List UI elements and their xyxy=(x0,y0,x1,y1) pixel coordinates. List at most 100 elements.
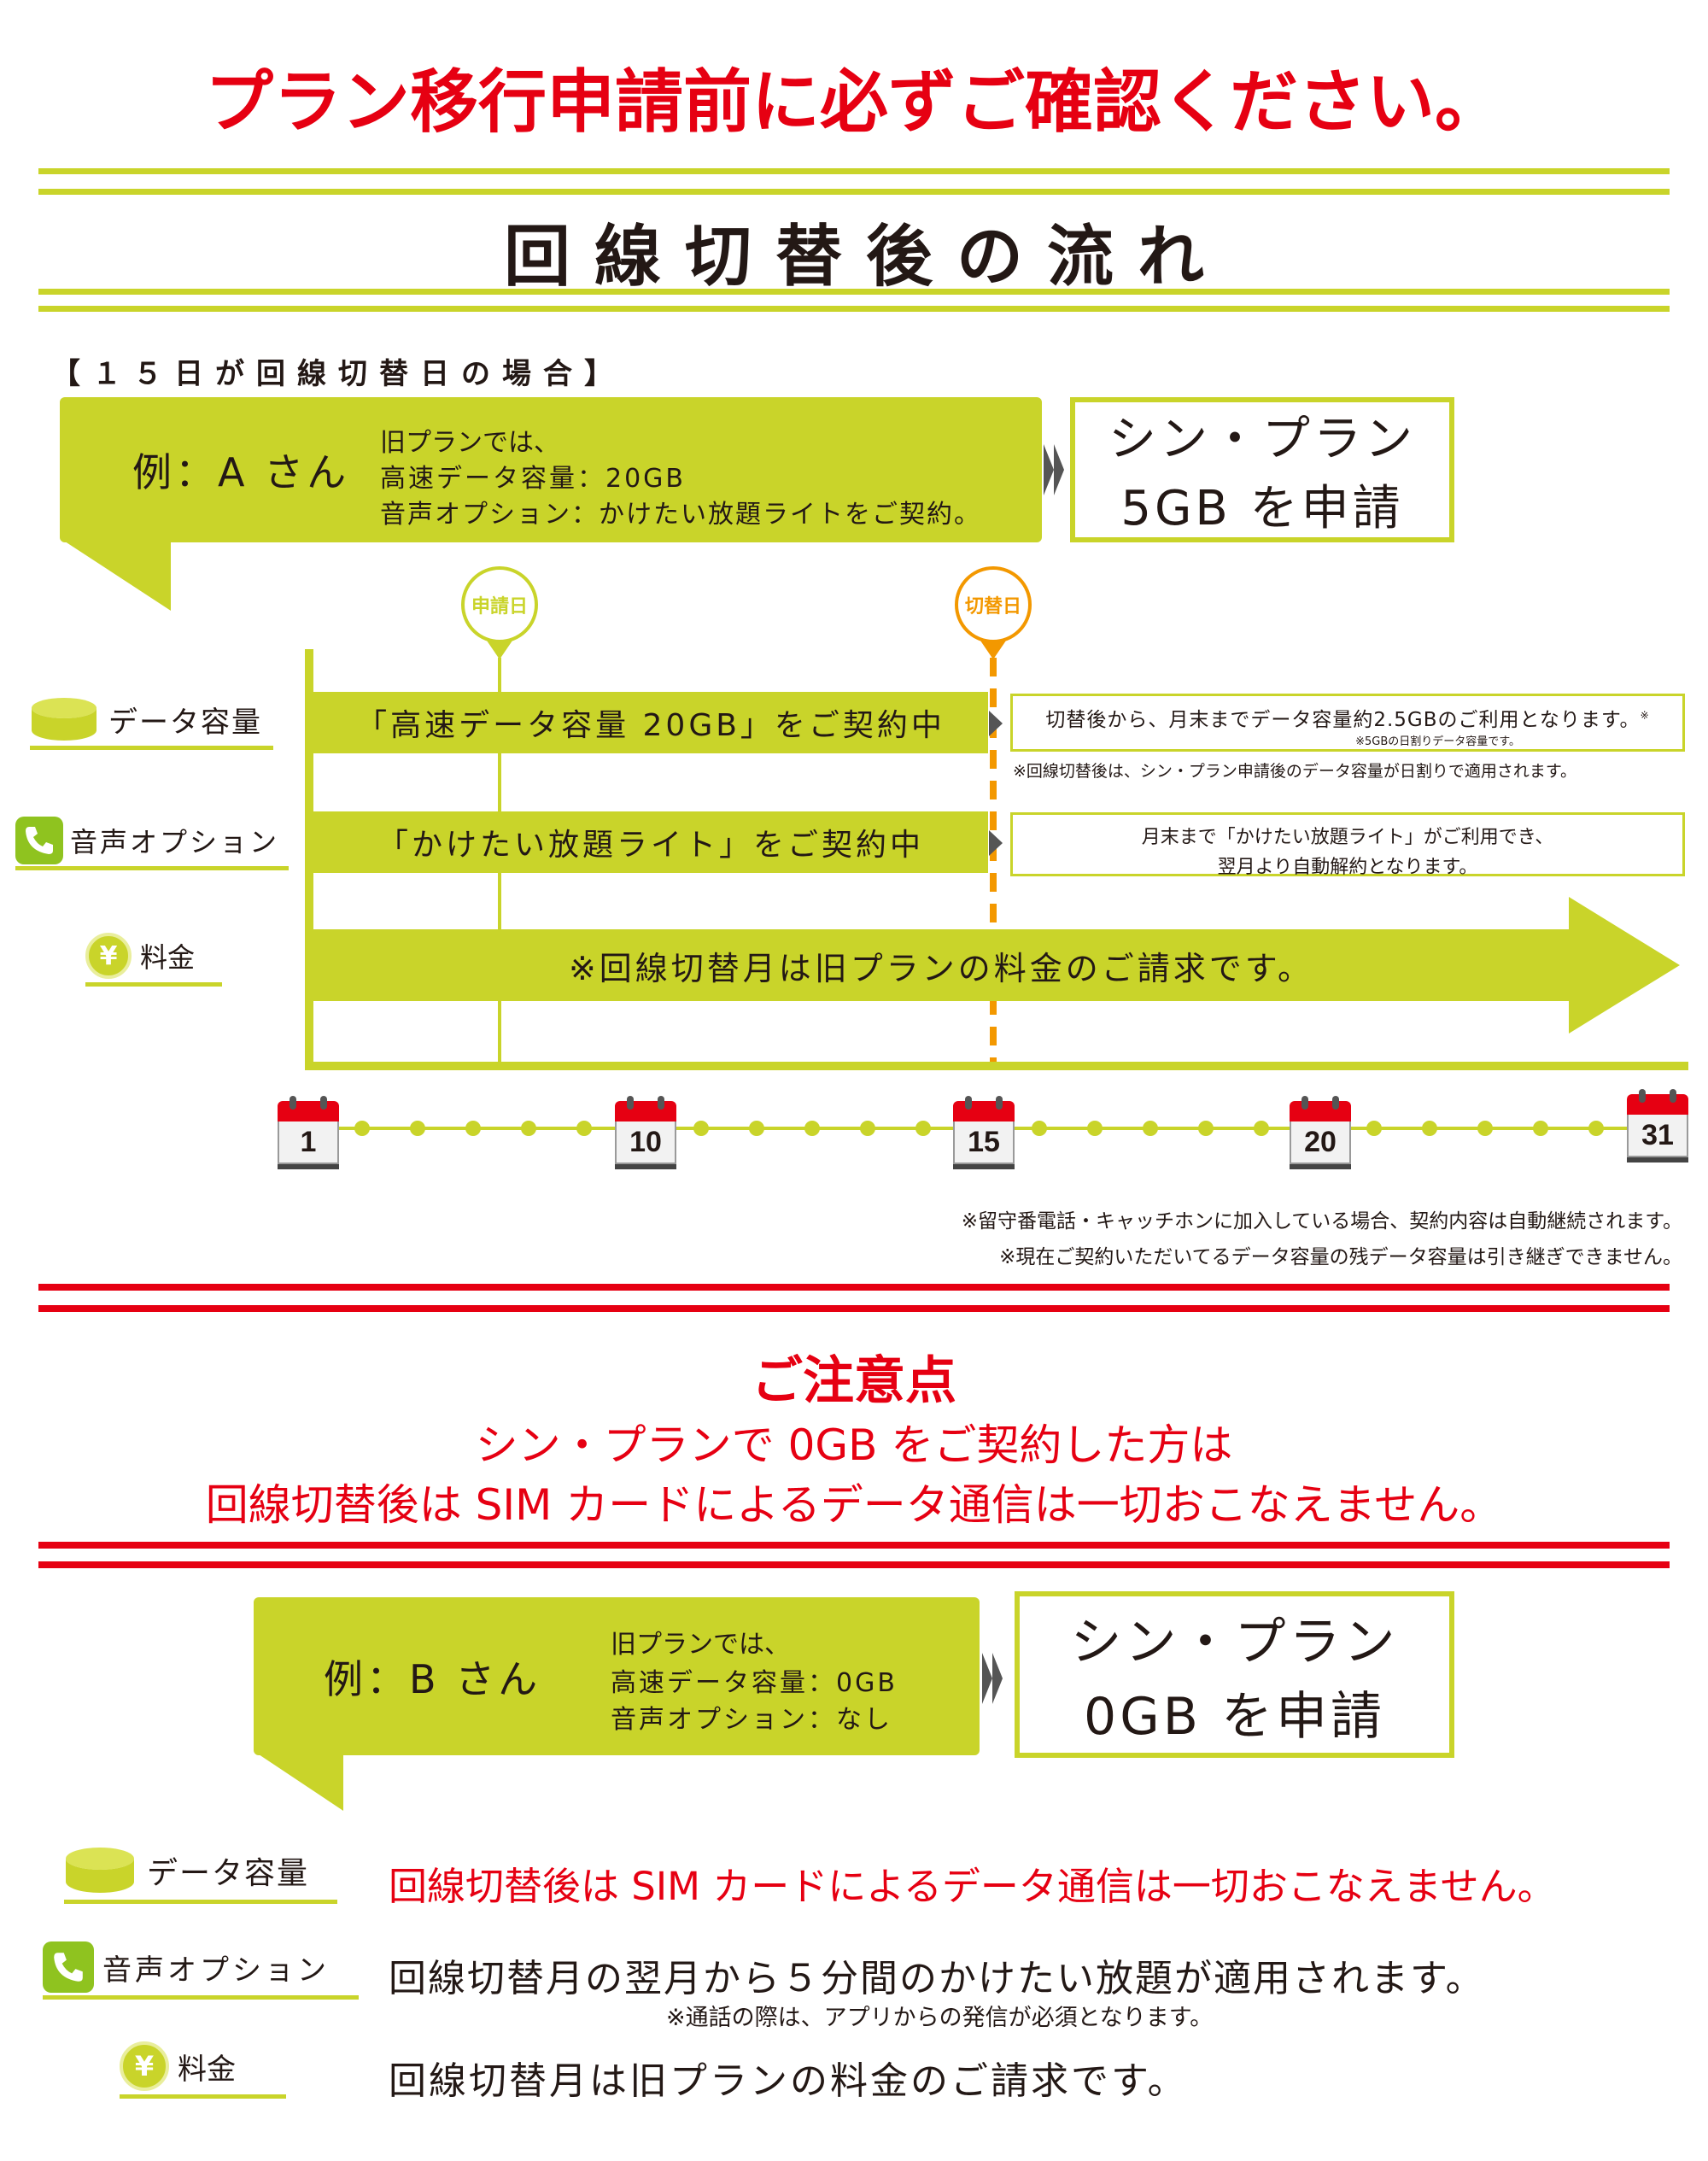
row-b-label-fee-text: 料金 xyxy=(178,2052,236,2087)
phone-icon xyxy=(15,817,63,864)
chevron-right-icon xyxy=(1044,444,1064,495)
calendar-dot xyxy=(410,1121,425,1136)
example-a-bubble: 例：A さん 旧プランでは、 高速データ容量：20GB 音声オプション：かけたい… xyxy=(60,397,1042,542)
row-b-label-data: データ容量 xyxy=(64,1845,309,1896)
row-b-data-text: 回線切替後は SIM カードによるデータ通信は一切おこなえません。 xyxy=(389,1864,1556,1909)
divider-caution-2 xyxy=(38,1305,1670,1312)
example-b-bubble: 例：B さん 旧プランでは、 高速データ容量：0GB 音声オプション：なし xyxy=(254,1597,980,1755)
row-b-label-fee-underline xyxy=(120,2094,286,2099)
calendar-dot xyxy=(860,1121,875,1136)
calendar-day-10: 10 xyxy=(615,1121,676,1164)
example-a-line3: 音声オプション：かけたい放題ライトをご契約。 xyxy=(380,500,981,530)
row-b-label-data-text: データ容量 xyxy=(147,1856,310,1891)
example-b-apply-line1: シン・プラン xyxy=(1070,1612,1399,1672)
row-b-label-voice-text: 音声オプション xyxy=(102,1953,330,1988)
example-a-line1: 旧プランでは、 xyxy=(380,428,559,458)
data-contract-bar-text: 「高速データ容量 20GB」をご契約中 xyxy=(356,708,945,743)
divider-flow-2 xyxy=(38,306,1670,312)
calendar-dot xyxy=(521,1121,536,1136)
row-b-label-data-underline xyxy=(64,1900,337,1904)
divider-top-1 xyxy=(38,168,1670,174)
calendar-icon-1: 1 xyxy=(278,1096,339,1166)
calendar-icon-20: 20 xyxy=(1290,1096,1351,1166)
row-b-label-voice-underline xyxy=(43,1995,359,2000)
calendar-dot xyxy=(1477,1121,1493,1136)
database-icon xyxy=(32,698,97,741)
divider-top-2 xyxy=(38,189,1670,195)
calendar-day-15: 15 xyxy=(953,1121,1015,1164)
example-b-line2: 高速データ容量：0GB xyxy=(611,1668,898,1698)
example-a-name: 例：A さん xyxy=(132,449,350,495)
voice-note-line1: 月末まで「かけたい放題ライト」がご利用でき、 xyxy=(1141,827,1554,848)
flow-subtitle: 【１５日が回線切替日の場合】 xyxy=(51,357,625,391)
example-b-apply-line2: 0GB を申請 xyxy=(1084,1686,1385,1747)
example-a-apply-line2: 5GB を申請 xyxy=(1120,481,1404,536)
divider-caution-1 xyxy=(38,1284,1670,1291)
data-contract-bar: 「高速データ容量 20GB」をご契約中 xyxy=(313,692,988,753)
calendar-dot xyxy=(1422,1121,1437,1136)
data-note-text: 切替後から、月末までデータ容量約2.5GBのご利用となります。※ xyxy=(1013,703,1682,732)
data-note-mark: ※ xyxy=(1640,709,1650,722)
yen-icon: ¥ xyxy=(85,933,132,979)
calendar-icon-15: 15 xyxy=(953,1096,1015,1166)
calendar-dot xyxy=(804,1121,820,1136)
chevron-right-icon xyxy=(982,1653,1003,1704)
row-label-voice-underline xyxy=(15,866,289,870)
switch-day-pointer xyxy=(980,641,1006,659)
timeline-vertical-axis xyxy=(305,649,313,1070)
apply-day-label: 申請日 xyxy=(471,596,528,618)
data-note-small: ※5GBの日割りデータ容量です。 xyxy=(1355,735,1520,748)
timeline-horizontal-axis xyxy=(305,1062,1688,1070)
calendar-day-20: 20 xyxy=(1290,1121,1351,1164)
apply-day-pointer xyxy=(487,641,512,659)
example-b-apply-box: シン・プラン 0GB を申請 xyxy=(1015,1591,1454,1758)
calendar-dot xyxy=(576,1121,592,1136)
calendar-day-31: 31 xyxy=(1627,1115,1688,1157)
flow-title: 回線切替後の流れ xyxy=(503,219,1228,296)
example-b-line3: 音声オプション：なし xyxy=(611,1705,892,1735)
example-b-line1: 旧プランでは、 xyxy=(611,1630,790,1660)
row-b-fee-text: 回線切替月は旧プランの料金のご請求です。 xyxy=(389,2059,1188,2103)
row-label-fee: ¥ 料金 xyxy=(85,931,195,981)
voice-contract-bar-text: 「かけたい放題ライト」をご契約中 xyxy=(377,828,924,863)
data-note-main: 切替後から、月末までデータ容量約2.5GBのご利用となります。 xyxy=(1045,709,1641,731)
row-label-voice: 音声オプション xyxy=(15,816,279,865)
calendar-day-1: 1 xyxy=(278,1121,339,1164)
calendar-dot xyxy=(354,1121,370,1136)
voice-contract-bar: 「かけたい放題ライト」をご契約中 xyxy=(313,811,988,873)
example-b-bubble-tail xyxy=(254,1751,343,1811)
footnote-1: ※留守番電話・キャッチホンに加入している場合、契約内容は自動継続されます。 xyxy=(961,1210,1682,1233)
example-a-line2: 高速データ容量：20GB xyxy=(380,464,687,494)
calendar-dot xyxy=(1533,1121,1548,1136)
example-a-apply-line1: シン・プラン xyxy=(1108,412,1416,467)
calendar-dot xyxy=(693,1121,709,1136)
calendar-dot xyxy=(1366,1121,1382,1136)
chevron-right-icon xyxy=(989,711,1003,736)
calendar-dot xyxy=(1143,1121,1158,1136)
switch-day-dashed-line xyxy=(990,658,997,1063)
fee-arrow xyxy=(313,897,1680,1034)
calendar-icon-31: 31 xyxy=(1627,1089,1688,1159)
switch-day-marker: 切替日 xyxy=(955,566,1032,643)
calendar-icon-10: 10 xyxy=(615,1096,676,1166)
row-label-voice-text: 音声オプション xyxy=(70,826,280,858)
calendar-dot xyxy=(1254,1121,1269,1136)
row-label-fee-underline xyxy=(85,982,222,987)
page-title: プラン移行申請前に必ずご確認ください。 xyxy=(205,62,1503,142)
example-a-apply-box: シン・プラン 5GB を申請 xyxy=(1070,397,1454,542)
row-label-data: データ容量 xyxy=(30,696,262,743)
data-note-2: ※回線切替後は、シン・プラン申請後のデータ容量が日割りで適用されます。 xyxy=(1013,762,1577,781)
voice-note-box: 月末まで「かけたい放題ライト」がご利用でき、 翌月より自動解約となります。 xyxy=(1010,812,1685,878)
fee-arrow-text: ※回線切替月は旧プランの料金のご請求です。 xyxy=(568,950,1314,987)
calendar-dot xyxy=(1588,1121,1604,1136)
caution-line1: シン・プランで 0GB をご契約した方は xyxy=(475,1420,1233,1470)
calendar-dot xyxy=(1032,1121,1047,1136)
row-b-voice-note: ※通話の際は、アプリからの発信が必須となります。 xyxy=(666,2005,1214,2031)
calendar-dot xyxy=(749,1121,764,1136)
switch-day-label: 切替日 xyxy=(964,596,1021,618)
yen-icon: ¥ xyxy=(120,2041,169,2091)
database-icon xyxy=(66,1848,134,1893)
phone-icon xyxy=(43,1941,94,1993)
footnote-2: ※現在ご契約いただいてるデータ容量の残データ容量は引き継ぎできません。 xyxy=(999,1246,1682,1268)
caution-line2: 回線切替後は SIM カードによるデータ通信は一切おこなえません。 xyxy=(205,1480,1503,1530)
